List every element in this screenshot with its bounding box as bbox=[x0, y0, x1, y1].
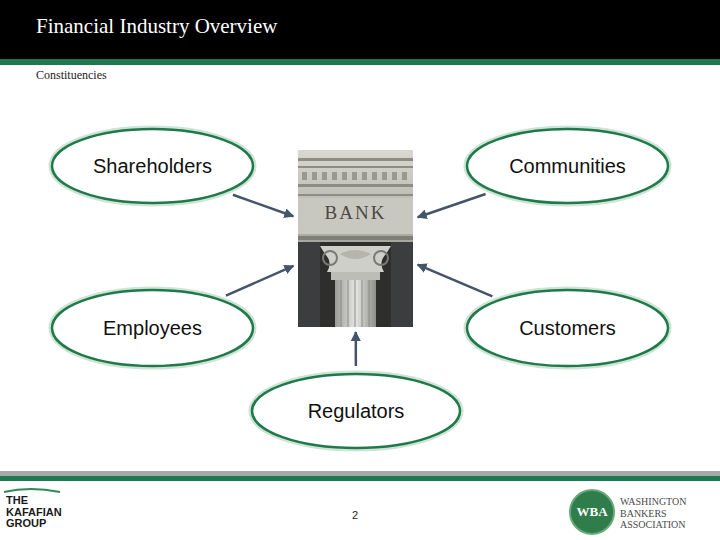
constituency-name: Customers bbox=[519, 316, 616, 340]
header-stripe bbox=[0, 59, 720, 65]
constituency-name: Communities bbox=[509, 154, 626, 178]
constituency-ellipse: Employees bbox=[50, 288, 255, 368]
constituency-ellipse: Regulators bbox=[250, 372, 462, 450]
constituency-ellipse: Customers bbox=[465, 288, 670, 368]
association-name: WASHINGTON BANKERS ASSOCIATION bbox=[620, 496, 716, 531]
bank-building: BANK bbox=[298, 150, 413, 327]
page-number: 2 bbox=[340, 509, 370, 522]
constituency-name: Shareholders bbox=[93, 154, 212, 178]
influence-arrow bbox=[418, 194, 486, 217]
logo-initials: WBA bbox=[570, 504, 614, 520]
bank-photo bbox=[298, 150, 413, 327]
influence-arrow bbox=[226, 266, 293, 296]
constituency-name: Employees bbox=[103, 316, 202, 340]
constituency-ellipse: Communities bbox=[465, 127, 670, 205]
constituency-ellipse: Shareholders bbox=[50, 127, 255, 205]
kafafian-logo-mark bbox=[4, 489, 60, 492]
company-logo: THE KAFAFIAN GROUP bbox=[6, 495, 76, 530]
influence-arrow bbox=[233, 195, 293, 217]
footer-stripe bbox=[0, 476, 720, 481]
section-subtitle: Constituencies bbox=[36, 68, 236, 82]
slide-title: Financial Industry Overview bbox=[36, 14, 277, 39]
footer-band bbox=[0, 471, 720, 476]
influence-arrow bbox=[355, 332, 358, 366]
constituency-name: Regulators bbox=[308, 399, 405, 423]
engraved-sign: BANK bbox=[322, 202, 390, 225]
header-bar bbox=[0, 0, 720, 59]
wba-seal bbox=[570, 490, 614, 534]
influence-arrow bbox=[418, 265, 493, 297]
